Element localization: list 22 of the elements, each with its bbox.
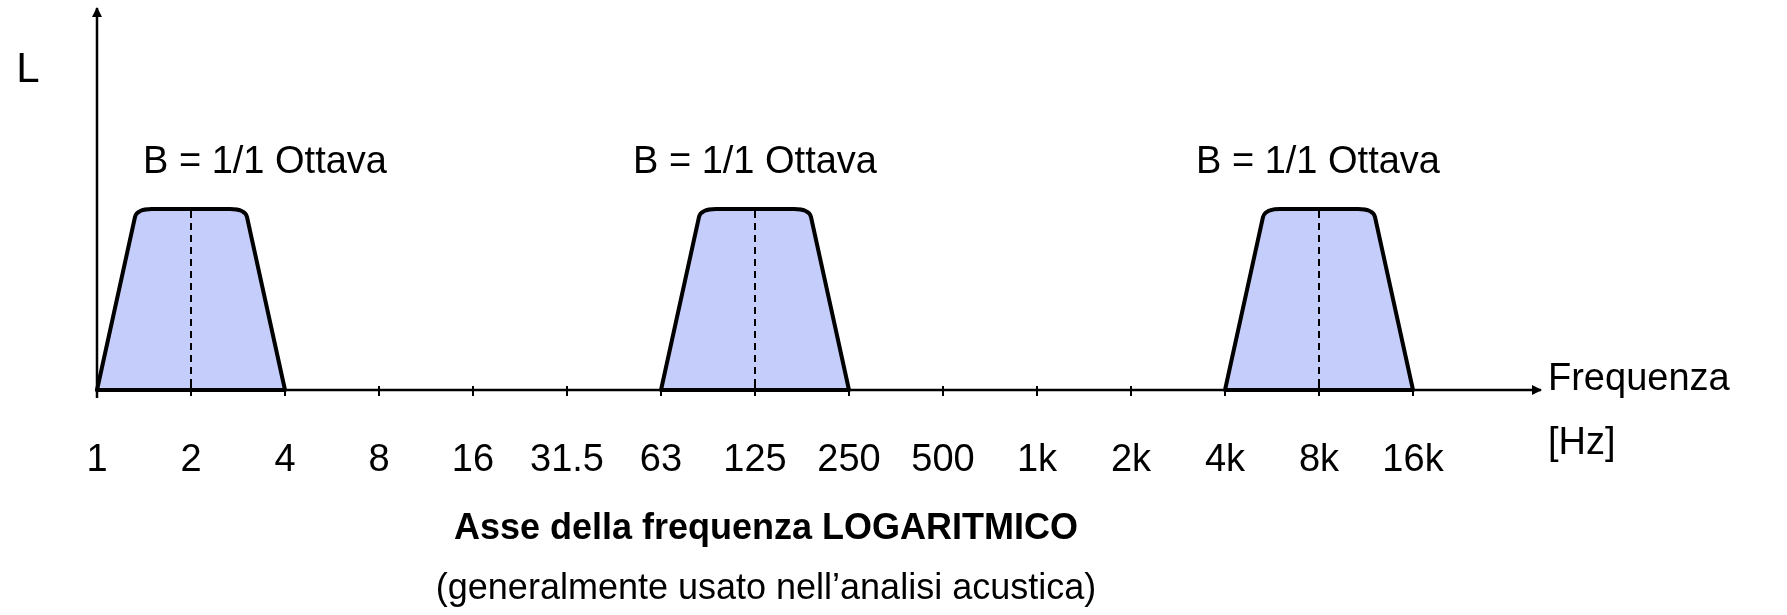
tick-label: 4	[274, 439, 296, 477]
tick-label: 1	[86, 439, 108, 477]
tick-label: 16	[451, 439, 495, 477]
tick-label: 500	[911, 439, 975, 477]
tick-label: 4k	[1204, 439, 1246, 477]
axis-label: Frequenza [Hz]	[1548, 355, 1731, 464]
band-label: B = 1/1 Ottava	[1196, 141, 1440, 179]
tick-label: 2k	[1110, 439, 1152, 477]
axis-title: Asse della frequenza LOGARITMICO	[453, 509, 1079, 545]
band-label: B = 1/1 Ottava	[633, 141, 877, 179]
tick-label: 1k	[1016, 439, 1058, 477]
tick-label: 125	[723, 439, 787, 477]
axis-label: L	[16, 47, 40, 89]
tick-label: 8	[368, 439, 390, 477]
tick-label: 8k	[1298, 439, 1340, 477]
tick-label: 31.5	[530, 439, 604, 477]
tick-label: 16k	[1382, 439, 1444, 477]
band-label: B = 1/1 Ottava	[143, 141, 387, 179]
tick-label: 2	[180, 439, 202, 477]
axis-note: (generalmente usato nell’analisi acustica)	[435, 569, 1097, 605]
tick-label: 250	[817, 439, 881, 477]
tick-label: 63	[639, 439, 683, 477]
